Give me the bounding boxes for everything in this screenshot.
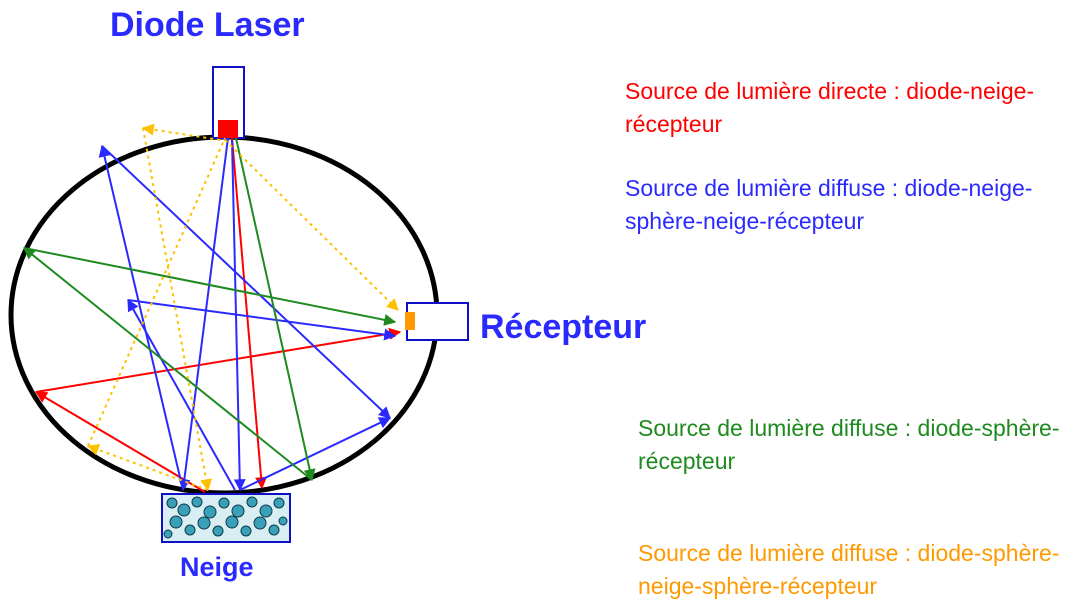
ray-diffuse-orange (86, 123, 399, 492)
laser-emitter (218, 120, 238, 138)
ray-direct-red (34, 137, 402, 493)
legend-diffuse-light-orange: Source de lumière diffuse : diode-sphère… (638, 540, 1060, 599)
receptor-housing (406, 302, 469, 341)
receptor-sensor (405, 312, 415, 330)
legend-diffuse-light-blue: Source de lumière diffuse : diode-neige-… (625, 175, 1033, 234)
snow-sample (161, 493, 291, 543)
ray-diffuse-green (23, 137, 397, 482)
ray-diffuse-blue (98, 137, 397, 492)
integrating-sphere (8, 134, 440, 496)
legend-direct-light: Source de lumière directe : diode-neige-… (625, 78, 1035, 137)
receptor-label: Récepteur (480, 308, 647, 346)
snow-label: Neige (180, 552, 254, 582)
legend-diffuse-light-green: Source de lumière diffuse : diode-sphère… (638, 415, 1060, 474)
laser-diode-label: Diode Laser (110, 6, 305, 44)
